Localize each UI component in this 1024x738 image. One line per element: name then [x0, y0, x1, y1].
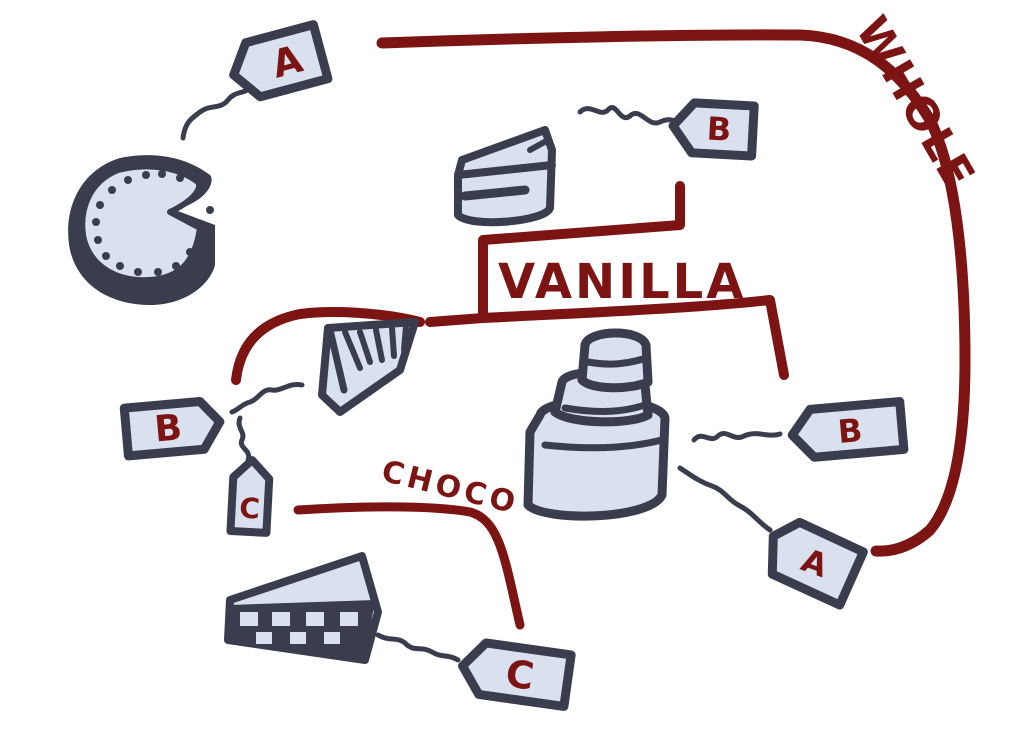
layer-slice-tag: B	[668, 98, 759, 161]
round-cake-tag-string	[180, 83, 255, 141]
wedge-slice-tag-string	[229, 381, 305, 415]
tiered-a-tag-string	[677, 465, 773, 533]
checker-slice-tag-letter: C	[503, 651, 537, 698]
wedge-small-tag-letter: C	[239, 491, 261, 525]
tiered-b-tag-string	[691, 430, 783, 443]
wedge-slice-tag-letter: B	[153, 407, 184, 450]
striped-wedge-slice-icon	[318, 318, 419, 416]
wedge-slice-tag: B	[119, 396, 225, 461]
round-cake-tag: A	[229, 20, 333, 102]
choco-group-line	[293, 502, 525, 630]
round-cake-missing-slice-icon	[68, 155, 215, 305]
vanilla-label: VANILLA	[498, 254, 746, 310]
checkered-cake-slice-icon	[224, 552, 382, 664]
whole-label: WHOLE	[845, 8, 985, 199]
layered-cake-slice-icon	[454, 126, 556, 227]
wedge-small-tag-string	[236, 415, 252, 463]
layer-slice-tag-string	[577, 105, 681, 126]
wedge-small-tag: C	[226, 456, 274, 537]
checker-slice-tag-string	[375, 632, 461, 663]
vanilla-group-line	[425, 181, 789, 380]
layer-slice-tag-letter: B	[706, 110, 732, 149]
checker-slice-tag: C	[458, 638, 576, 711]
tiered-right-b-tag: B	[787, 397, 909, 462]
tiered-cake-icon	[523, 328, 670, 521]
tiered-right-b-tag-letter: B	[836, 411, 864, 451]
tiered-right-a-tag: A	[767, 517, 868, 610]
whole-group-line	[376, 29, 971, 557]
